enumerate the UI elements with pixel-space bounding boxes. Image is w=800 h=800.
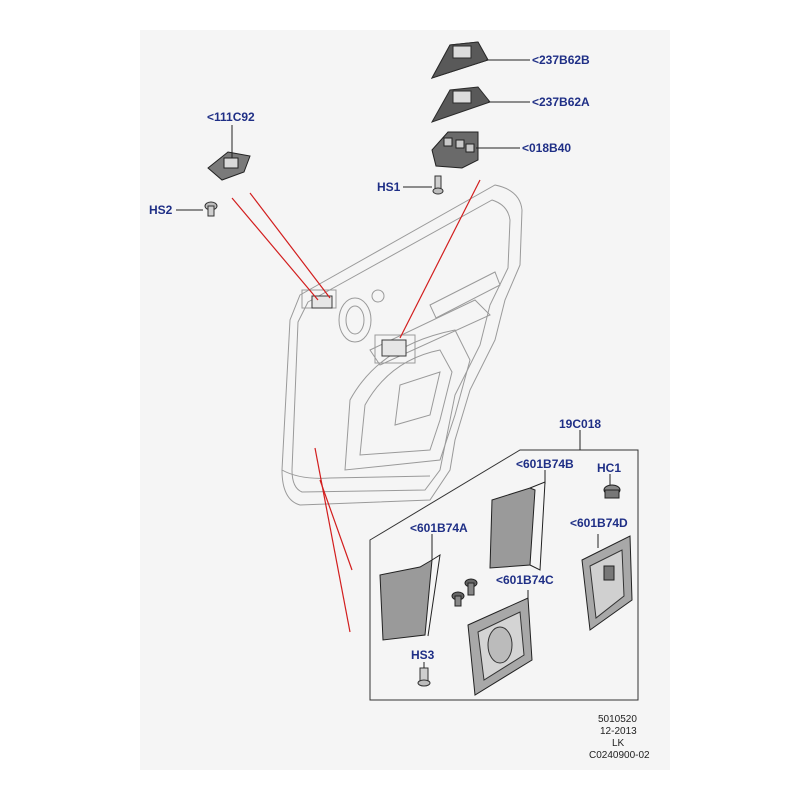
bezel-237b62b	[430, 41, 530, 79]
kit-frame-19c018	[369, 430, 639, 701]
insert-601b74b	[489, 470, 546, 571]
callout-hs2: HS2	[149, 203, 173, 217]
callout-237b62a: <237B62A	[532, 95, 590, 109]
insert-601b74a	[379, 534, 441, 641]
clip-hc1	[603, 474, 621, 499]
reference-number: 5010520	[598, 714, 637, 725]
callout-601b74a: <601B74A	[410, 521, 468, 535]
callout-018b40: <018B40	[522, 141, 571, 155]
switch-111c92	[207, 125, 251, 181]
reference-date: 12-2013	[600, 726, 637, 737]
reference-initials: LK	[612, 738, 625, 749]
door-trim-panel	[281, 184, 523, 506]
callout-hs3: HS3	[411, 648, 435, 662]
screw-hs1	[403, 175, 444, 195]
bezel-237b62a	[430, 86, 530, 123]
bezel-601b74c	[467, 590, 533, 696]
callout-237b62b: <237B62B	[532, 53, 590, 67]
reference-code: C0240900-02	[589, 750, 650, 761]
red-leader-lines	[231, 179, 481, 633]
screw-hs3	[417, 662, 431, 687]
callout-hs1: HS1	[377, 180, 401, 194]
callout-hc1: HC1	[597, 461, 621, 475]
callout-601b74d: <601B74D	[570, 516, 628, 530]
fasteners-small	[451, 578, 478, 607]
switch-pack-018b40	[431, 131, 520, 169]
callout-601b74b: <601B74B	[516, 457, 574, 471]
callout-601b74c: <601B74C	[496, 573, 554, 587]
callout-111c92: <111C92	[207, 110, 255, 124]
callout-19c018: 19C018	[559, 417, 601, 431]
bezel-601b74d	[581, 534, 633, 631]
screw-hs2	[176, 201, 218, 217]
